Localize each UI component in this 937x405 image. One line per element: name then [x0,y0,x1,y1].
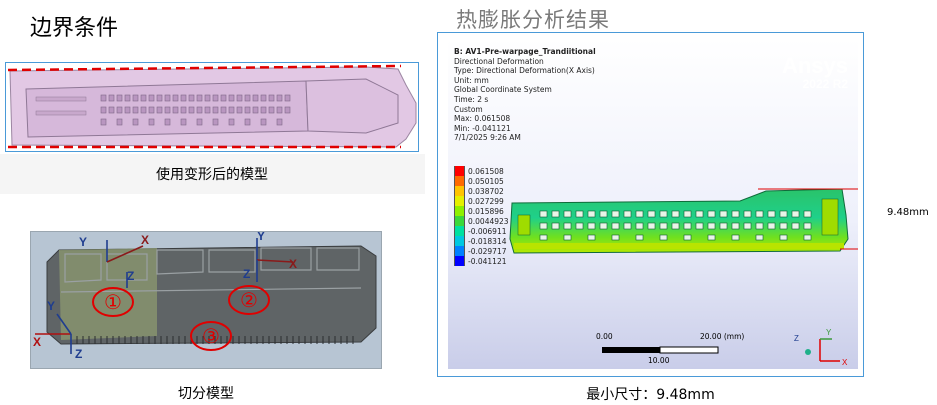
marker-2: ② [240,288,258,312]
y-axis-label-1: Y [79,235,87,249]
thermal-analysis-title: 热膨胀分析结果 [456,8,610,32]
legend-swatch [454,166,465,176]
info-line: Unit: mm [454,75,489,85]
legend-row: 0.015896 [454,206,509,216]
legend-row: 0.027299 [454,196,509,206]
legend-swatch [454,216,465,226]
z-axis-label-2: Z [243,267,250,281]
z-axis-label-1: Z [127,269,134,283]
legend-row: 0.050105 [454,176,509,186]
boundary-conditions-title: 边界条件 [30,16,119,41]
simulation-viewport: B: AV1-Pre-warpage_Trandiitional Directi… [448,39,858,369]
split-model-panel: Y X Z Y X Z Y X Z ① ② ③ [30,231,382,369]
ansys-result-panel: B: AV1-Pre-warpage_Trandiitional Directi… [437,32,864,377]
legend-value: 0.061508 [468,166,504,176]
scale-end-label: 20.00 (mm) [700,332,745,341]
result-info: B: AV1-Pre-warpage_Trandiitional Directi… [454,47,596,143]
legend-value: -0.041121 [468,256,507,266]
x-axis-label-2: X [289,257,297,271]
legend-swatch [454,186,465,196]
triad-y-label: Y [826,328,832,337]
result-info-title: B: AV1-Pre-warpage_Trandiitional [454,47,596,56]
deformed-model-caption: 使用变形后的模型 [156,167,268,183]
deformed-model-panel [5,62,419,152]
triad-x-label: X [842,358,848,367]
legend-value: -0.006911 [468,226,507,236]
ansys-logo-name: Ansys [781,53,848,78]
legend-row: 0.0044923 [454,216,509,226]
info-line: Max: 0.061508 [454,114,511,124]
marker-3: ③ [202,324,220,348]
scale-mid-label: 10.00 [648,356,670,365]
legend-row: 0.061508 [454,166,509,176]
legend-value: 0.015896 [468,206,504,216]
info-line: 7/1/2025 9:26 AM [454,133,521,143]
split-model-image: Y X Z Y X Z Y X Z ① ② ③ [31,232,381,368]
legend-row: 0.038702 [454,186,509,196]
dimension-label: 9.48mm [887,207,929,218]
triad-z-label: Z [794,334,799,343]
marker-1: ① [104,290,122,314]
x-axis-label-1: X [141,233,149,247]
x-axis-label-3: X [33,335,41,349]
scale-bar-white [659,346,719,354]
legend-swatch [454,196,465,206]
deformation-plot: Z Y X [509,188,858,367]
y-axis-label-3: Y [47,299,55,313]
legend-value: -0.018314 [468,236,507,246]
info-line: Time: 2 s [454,94,489,104]
legend-swatch [454,176,465,186]
info-line: Min: -0.041121 [454,123,511,133]
deformed-connector-image [7,64,417,149]
info-line: Type: Directional Deformation(X Axis) [454,66,595,76]
legend-value: 0.050105 [468,176,504,186]
legend-swatch [454,256,465,266]
legend-row: -0.041121 [454,256,509,266]
scale-bar-black [602,347,660,353]
legend-value: 0.038702 [468,186,504,196]
min-size-caption: 最小尺寸：9.48mm [586,387,715,403]
info-line: Directional Deformation [454,56,544,66]
legend-swatch [454,236,465,246]
legend-row: -0.006911 [454,226,509,236]
legend-swatch [454,206,465,216]
legend-row: -0.018314 [454,236,509,246]
split-model-caption: 切分模型 [178,386,234,402]
y-axis-label-2: Y [257,232,265,243]
legend-value: 0.0044923 [468,216,509,226]
legend-value: -0.029717 [468,246,507,256]
caption-band [0,154,425,194]
ansys-logo: Ansys 2022 R2 [782,53,848,91]
ansys-logo-version: 2022 R2 [802,77,848,91]
info-line: Custom [454,104,483,114]
legend-row: -0.029717 [454,246,509,256]
scale-start-label: 0.00 [596,332,613,341]
legend-value: 0.027299 [468,196,504,206]
legend-swatch [454,246,465,256]
info-line: Global Coordinate System [454,85,552,95]
z-axis-label-3: Z [75,347,82,361]
legend-swatch [454,226,465,236]
